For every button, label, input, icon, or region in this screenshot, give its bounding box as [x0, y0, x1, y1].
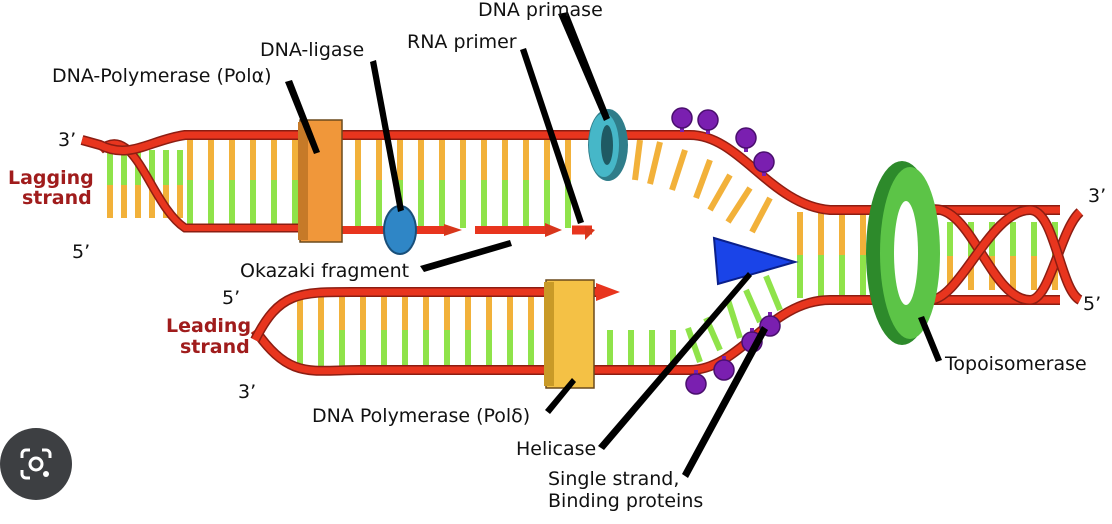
- base-pair-rung: [693, 158, 713, 200]
- base-pair-rung: [647, 141, 663, 185]
- ssb-protein: [753, 151, 775, 176]
- label-leading-strand-line2: strand: [180, 336, 250, 358]
- label-ssb-line1: Single strand,: [548, 468, 679, 490]
- label-dna-polymerase-alpha: DNA-Polymerase (Polα): [52, 65, 272, 87]
- end-parent-top: 3’: [1088, 185, 1106, 207]
- label-dna-ligase: DNA-ligase: [260, 39, 364, 61]
- google-lens-icon: [20, 448, 52, 480]
- single-strand-binding-proteins: [671, 107, 781, 395]
- base-pair-rung: [763, 274, 783, 312]
- lagging-strand-backbone: [80, 130, 1060, 233]
- ssb-protein: [697, 109, 719, 134]
- dna-polymerase-delta-side: [544, 282, 554, 386]
- end-lagging-bottom: 5’: [72, 241, 90, 263]
- base-pair-rung: [743, 288, 763, 324]
- topoisomerase-shape: [866, 161, 940, 345]
- end-leading-top: 5’: [222, 287, 240, 309]
- label-leading-strand-line1: Leading: [166, 315, 251, 337]
- ssb-protein: [685, 370, 707, 395]
- helicase-shape: [712, 236, 799, 286]
- label-rna-primer: RNA primer: [407, 31, 517, 53]
- ssb-protein: [713, 356, 735, 381]
- label-helicase: Helicase: [516, 438, 596, 460]
- label-dna-primase: DNA primase: [478, 0, 603, 21]
- dna-ligase-shape: [383, 205, 417, 255]
- dna-primase-shape: [588, 109, 628, 181]
- google-lens-button[interactable]: [0, 428, 72, 500]
- base-pair-rung: [725, 186, 753, 224]
- ssb-protein: [671, 107, 693, 132]
- leading-strand-backbone: [250, 283, 1060, 376]
- label-dna-polymerase-delta: DNA Polymerase (Polδ): [312, 405, 530, 427]
- okazaki-fragments: [300, 223, 595, 240]
- base-pair-rung: [632, 139, 643, 181]
- end-parent-bottom: 5’: [1083, 293, 1101, 315]
- label-topoisomerase: Topoisomerase: [944, 353, 1087, 375]
- base-pair-rung: [685, 327, 703, 363]
- base-pair-rung: [669, 149, 688, 191]
- label-lagging-strand-line1: Lagging: [8, 167, 94, 189]
- end-leading-bottom: 3’: [238, 381, 256, 403]
- label-lagging-strand-line2: strand: [22, 187, 92, 209]
- parent-duplex-helix: [928, 204, 1084, 306]
- label-ssb-line2: Binding proteins: [548, 490, 703, 512]
- ssb-protein: [735, 127, 757, 152]
- base-pair-rung: [707, 173, 733, 212]
- pointer-lines: [285, 12, 942, 478]
- base-pair-rung: [749, 196, 773, 234]
- dna-polymerase-alpha-side: [298, 122, 308, 240]
- base-pair-rung: [725, 299, 743, 339]
- end-lagging-top: 3’: [58, 129, 76, 151]
- label-okazaki-fragment: Okazaki fragment: [240, 260, 409, 282]
